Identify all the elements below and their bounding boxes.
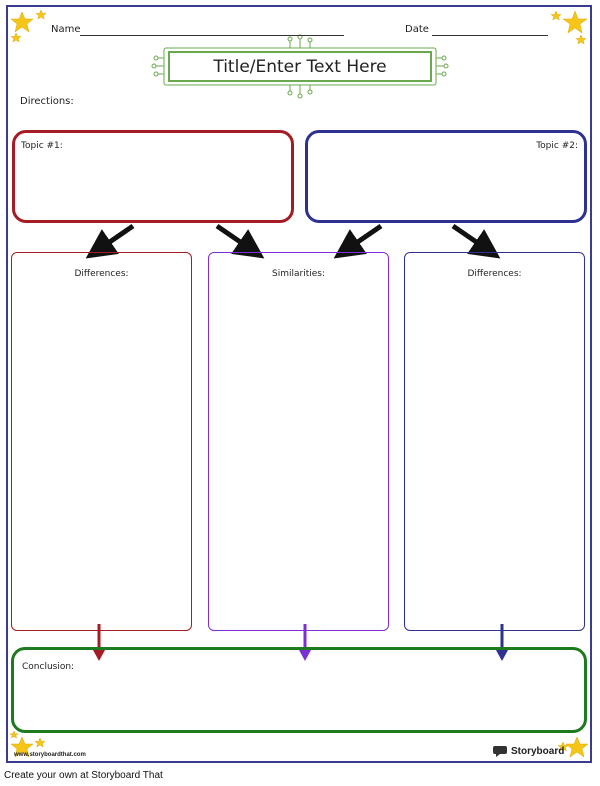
title-circuit-ornament: [151, 34, 449, 99]
similarities-label: Similarities:: [272, 269, 325, 279]
arrow-icon: [333, 223, 383, 259]
star-icon: [10, 11, 34, 33]
watermark-right-text: Storyboard: [511, 745, 565, 757]
star-icon: [34, 737, 46, 748]
storyboard-logo: Storyboard: [492, 744, 564, 758]
star-icon: [565, 736, 589, 758]
topic-arrows: [85, 223, 501, 259]
date-field[interactable]: [432, 35, 548, 36]
star-icon: [550, 10, 562, 21]
topic-2-label: Topic #2:: [536, 141, 578, 151]
storyboard-logo-icon: [493, 746, 507, 757]
star-icon: [10, 736, 34, 758]
star-icon: [575, 34, 587, 45]
star-icon: [10, 32, 22, 43]
topic-1-box[interactable]: Topic #1:: [12, 130, 294, 223]
star-cluster-bottom-left: [9, 730, 46, 758]
directions-label: Directions:: [20, 96, 74, 107]
star-cluster-top-right: [550, 10, 588, 45]
star-cluster-top-left: [10, 9, 47, 43]
star-icon: [9, 730, 19, 739]
differences-left-label: Differences:: [74, 269, 129, 279]
similarities-box[interactable]: Similarities:: [208, 252, 389, 631]
star-icon: [35, 9, 47, 20]
arrow-icon: [85, 223, 135, 259]
title-field[interactable]: Title/Enter Text Here: [168, 51, 432, 82]
topic-2-box[interactable]: Topic #2:: [305, 130, 587, 223]
star-icon: [557, 741, 569, 752]
star-cluster-bottom-right: [557, 736, 589, 758]
differences-right-box[interactable]: Differences:: [404, 252, 585, 631]
conclusion-box[interactable]: Conclusion:: [11, 647, 587, 733]
date-label: Date: [405, 24, 429, 35]
conclusion-label: Conclusion:: [22, 662, 75, 672]
footer-text: Create your own at Storyboard That: [4, 770, 163, 781]
name-label: Name: [51, 24, 81, 35]
name-field[interactable]: [80, 35, 344, 36]
differences-left-box[interactable]: Differences:: [11, 252, 192, 631]
differences-right-label: Differences:: [467, 269, 522, 279]
topic-1-label: Topic #1:: [21, 141, 63, 151]
star-icon: [562, 10, 588, 34]
arrow-icon: [215, 223, 265, 259]
watermark-left: www.storyboardthat.com: [14, 752, 86, 758]
arrow-icon: [451, 223, 501, 259]
